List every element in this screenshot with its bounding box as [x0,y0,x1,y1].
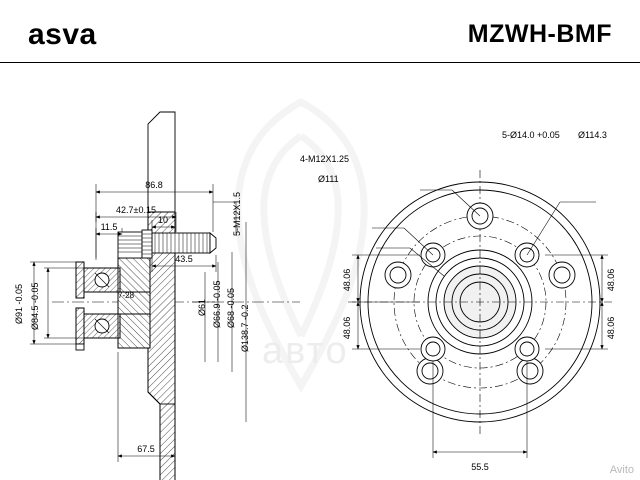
dim-10: 10 [158,215,168,225]
header-divider [0,62,640,63]
dim-48-06-d: 48.06 [606,317,616,340]
dim-42-7: 42.7±0.15 [116,205,156,215]
dim-43-5: 43.5 [175,254,193,264]
dim-4-m12x125: 4-M12X1.25 [300,154,349,164]
watermark-corner: Avito [609,464,634,476]
dim-7-28: 7-28 [118,291,135,300]
dim-11-5: 11.5 [101,222,118,232]
dim-d138-7: Ø138.7 -0.2 [240,304,250,352]
dim-d111: Ø111 [318,174,339,184]
dim-d91: Ø91 -0.05 [14,284,24,324]
dim-48-06-a: 48.06 [342,269,352,292]
dim-5-m12x15: 5-M12X1.5 [232,192,242,236]
technical-drawing: 86.8 42.7±0.15 11.5 10 5-M12X1.5 43.5 Ø6… [0,62,640,480]
dim-48-06-c: 48.06 [606,269,616,292]
dim-86-8: 86.8 [145,180,163,190]
part-number: MZWH-BMF [467,20,612,48]
brand-logo: asva [28,18,97,51]
drawing-canvas: 86.8 42.7±0.15 11.5 10 5-M12X1.5 43.5 Ø6… [14,111,616,480]
dim-d61: Ø61 [197,299,207,316]
dim-55-5: 55.5 [471,462,489,472]
dim-48-06-b: 48.06 [342,317,352,340]
dim-d68: Ø68 -0.05 [226,288,236,328]
dim-5-d14: 5-Ø14.0 +0.05 [502,130,560,140]
dim-d84-5: Ø84.5 -0.05 [30,282,40,330]
dim-d114-3: Ø114.3 [578,130,607,140]
dim-67-5: 67.5 [137,444,155,454]
dim-d66-9: Ø66.9 -0.05 [212,280,222,328]
